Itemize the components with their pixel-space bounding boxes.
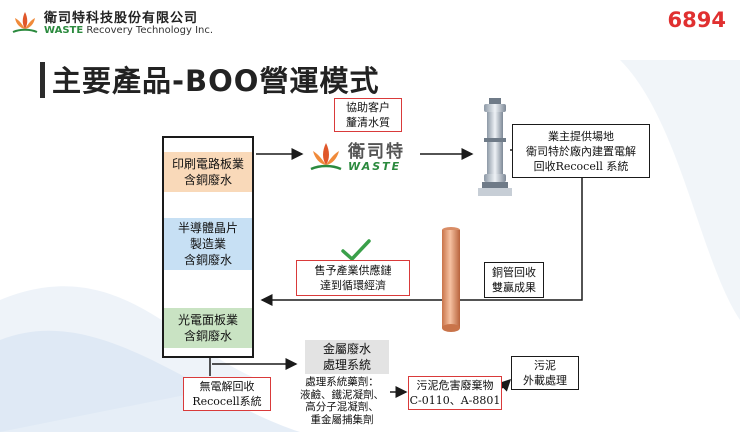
company-name-zh: 衛司特科技股份有限公司 <box>44 11 199 26</box>
check-icon <box>341 239 371 261</box>
sludge-offsite-box: 污泥 外載處理 <box>511 356 579 390</box>
waste-source-column: 印刷電路板業 含銅廢水 半導體晶片 製造業 含銅廢水 光電面板業 含銅廢水 <box>162 136 254 358</box>
metal-wastewater-system-box: 金屬廢水 處理系統 <box>305 340 389 374</box>
company-name-en: WASTE Recovery Technology Inc. <box>44 25 213 36</box>
slide-number: 6894 <box>667 8 726 32</box>
source-pcb: 印刷電路板業 含銅廢水 <box>164 152 252 192</box>
waste-logo-zh: 衛司特 <box>348 142 405 162</box>
owner-provides-site-box: 業主提供場地 衛司特於廠內建置電解 回收Recocell 系統 <box>512 124 650 178</box>
page-title: 主要產品-BOO營運模式 <box>52 64 380 98</box>
source-semiconductor: 半導體晶片 製造業 含銅廢水 <box>164 218 252 270</box>
return-line <box>260 178 583 306</box>
title-accent-bar <box>40 62 45 98</box>
electroless-recovery-box: 無電解回收 Recocell系統 <box>183 377 271 411</box>
company-name-rest: Recovery Technology Inc. <box>83 25 214 36</box>
treatment-agents-text: 處理系統藥劑： 液鹼、鐵泥凝劑、 高分子混凝劑、 重金屬捕集劑 <box>300 376 384 426</box>
company-lotus-logo-icon <box>12 12 38 33</box>
assist-client-box: 協助客户 釐清水質 <box>334 98 402 132</box>
lotus-logo-icon <box>310 143 342 171</box>
hazardous-sludge-box: 污泥危害廢棄物 C-0110、A-8801 <box>408 376 502 410</box>
company-brand: WASTE <box>44 25 84 36</box>
waste-logo: 衛司特 WASTE <box>308 137 418 177</box>
copper-pipe-icon <box>442 227 460 332</box>
electrolysis-reactor-icon <box>478 98 512 196</box>
source-photovoltaic: 光電面板業 含銅廢水 <box>164 308 252 348</box>
copper-pipe-recovery-box: 銅管回收 雙贏成果 <box>484 262 544 298</box>
waste-logo-en: WASTE <box>348 160 402 173</box>
arrow-to-sludge <box>498 378 512 392</box>
sell-to-supply-chain-box: 售予產業供應鏈 達到循環經濟 <box>296 260 410 296</box>
